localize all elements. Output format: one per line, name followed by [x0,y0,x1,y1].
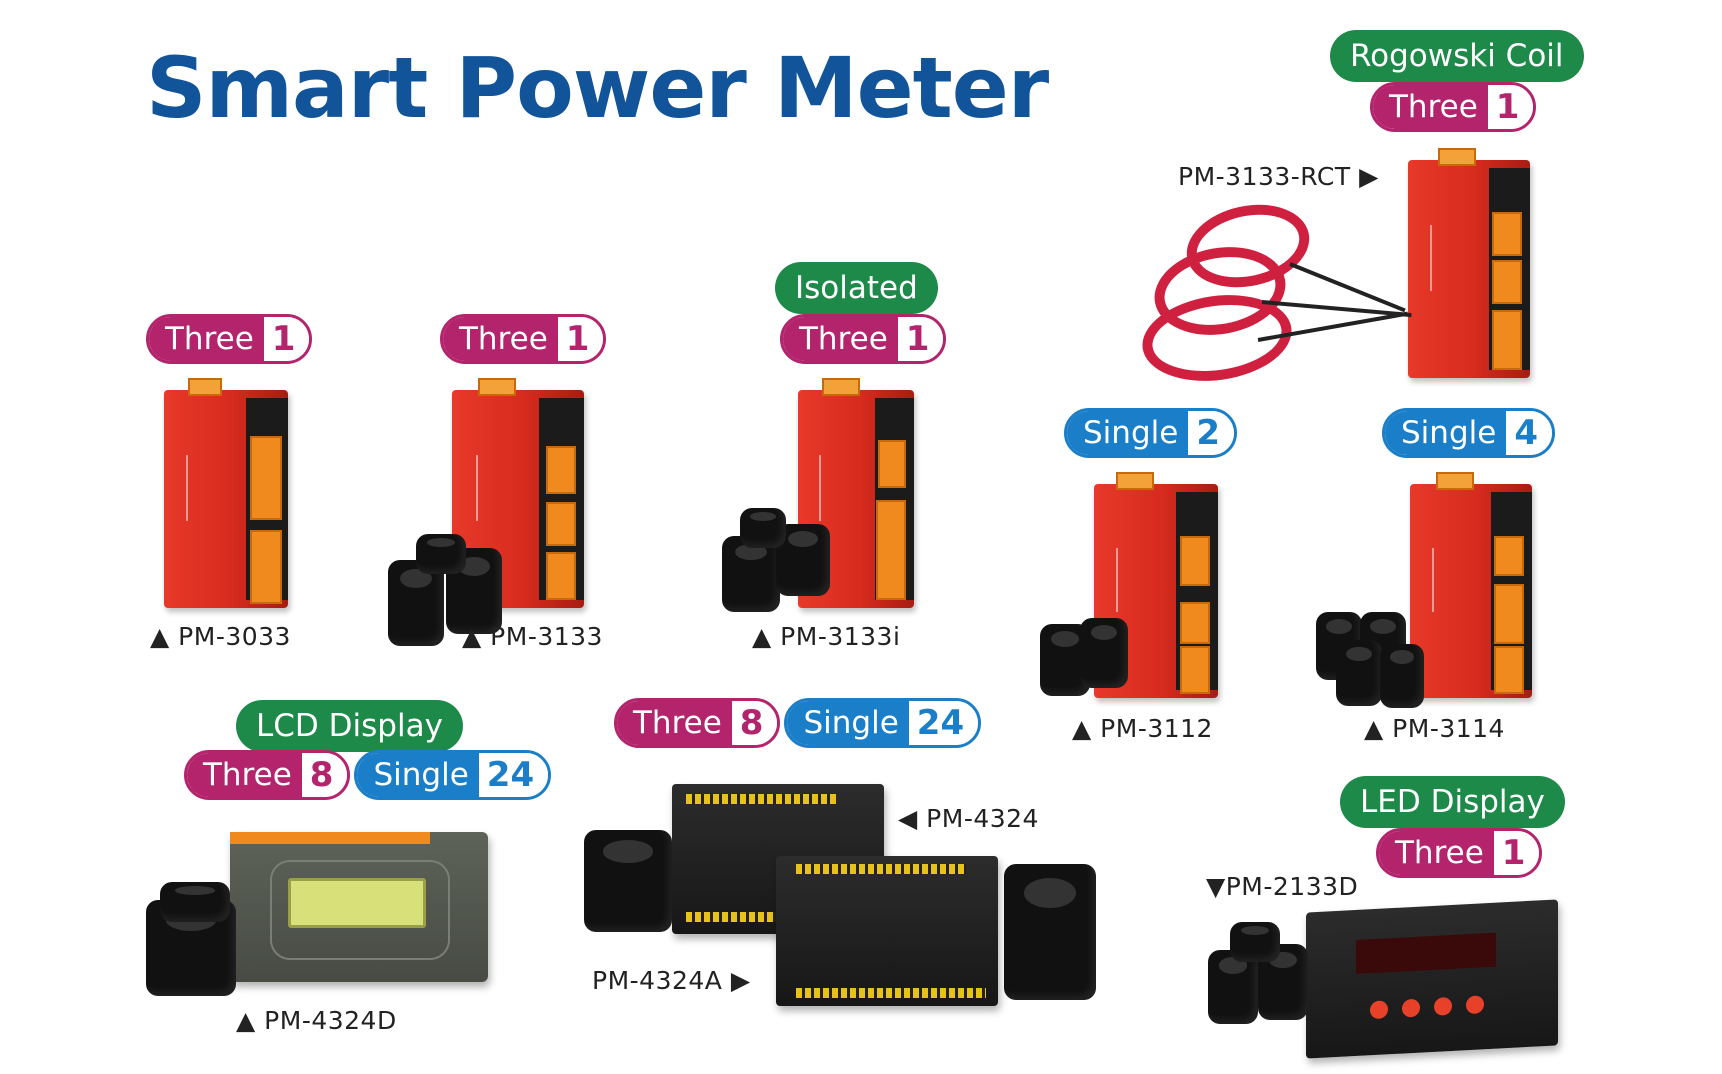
pm4324a-device-image [776,856,998,1006]
pm2133d-model-label: ▼PM-2133D [1206,872,1359,901]
phase-badge-single: Single 24 [354,750,552,800]
pm3033-badges: Three 1 [146,314,313,364]
current-transformer-icon [160,882,230,922]
feature-badge-rogowski-coil: Rogowski Coil [1330,30,1584,82]
pm4324-model-label: ◀ PM-4324 [898,804,1039,833]
current-transformer-icon [1080,618,1128,688]
current-transformer-icon [740,508,786,548]
phase-badge-three: Three 1 [1376,828,1543,878]
page-title: Smart Power Meter [146,39,1049,137]
phase-badge-single: Single 4 [1382,408,1555,458]
pm3112-model-label: ▲ PM-3112 [1072,714,1213,743]
feature-badge-led-display: LED Display [1340,776,1565,828]
current-transformer-icon [1380,644,1424,708]
pm3114-badges: Single 4 [1382,408,1555,458]
pm3133-badges: Three 1 [440,314,607,364]
phase-badge-single: Single 24 [784,698,982,748]
phase-badge-three: Three 8 [614,698,781,748]
pm4324d-model-label: ▲ PM-4324D [236,1006,397,1035]
current-transformer-icon [1208,950,1258,1024]
current-transformer-icon [1230,922,1280,962]
current-transformer-icon [416,534,466,574]
current-transformer-icon [584,830,672,932]
pm3133rct-badges: Three 1 [1370,82,1537,132]
pm3033-model-label: ▲ PM-3033 [150,622,291,651]
pm4324d-badges: Three 8 Single 24 [184,750,552,800]
pm2133d-badges: Three 1 [1376,828,1543,878]
phase-badge-three: Three 1 [780,314,947,364]
phase-badge-three: Three 1 [1370,82,1537,132]
pm3133rct-model-label: PM-3133-RCT ▶ [1178,162,1379,191]
pm3133i-model-label: ▲ PM-3133i [752,622,901,651]
pm2133d-device-image [1306,899,1558,1059]
pm4324d-device-image [230,832,488,982]
pm4324-badges: Three 8 Single 24 [614,698,982,748]
phase-badge-single: Single 2 [1064,408,1237,458]
current-transformer-icon [1336,640,1382,706]
current-transformer-icon [1004,864,1096,1000]
pm3133rct-device-image [1408,148,1530,378]
pm3133-model-label: ▲ PM-3133 [462,622,603,651]
feature-badge-lcd-display: LCD Display [236,700,463,752]
pm3133i-badges: Three 1 [780,314,947,364]
pm3112-badges: Single 2 [1064,408,1237,458]
phase-badge-three: Three 1 [146,314,313,364]
pm3114-model-label: ▲ PM-3114 [1364,714,1505,743]
pm3033-device-image [164,378,288,608]
pm4324a-model-label: PM-4324A ▶ [592,966,751,995]
feature-badge-isolated: Isolated [775,262,938,314]
phase-badge-three: Three 8 [184,750,351,800]
pm3114-device-image [1410,472,1532,698]
phase-badge-three: Three 1 [440,314,607,364]
